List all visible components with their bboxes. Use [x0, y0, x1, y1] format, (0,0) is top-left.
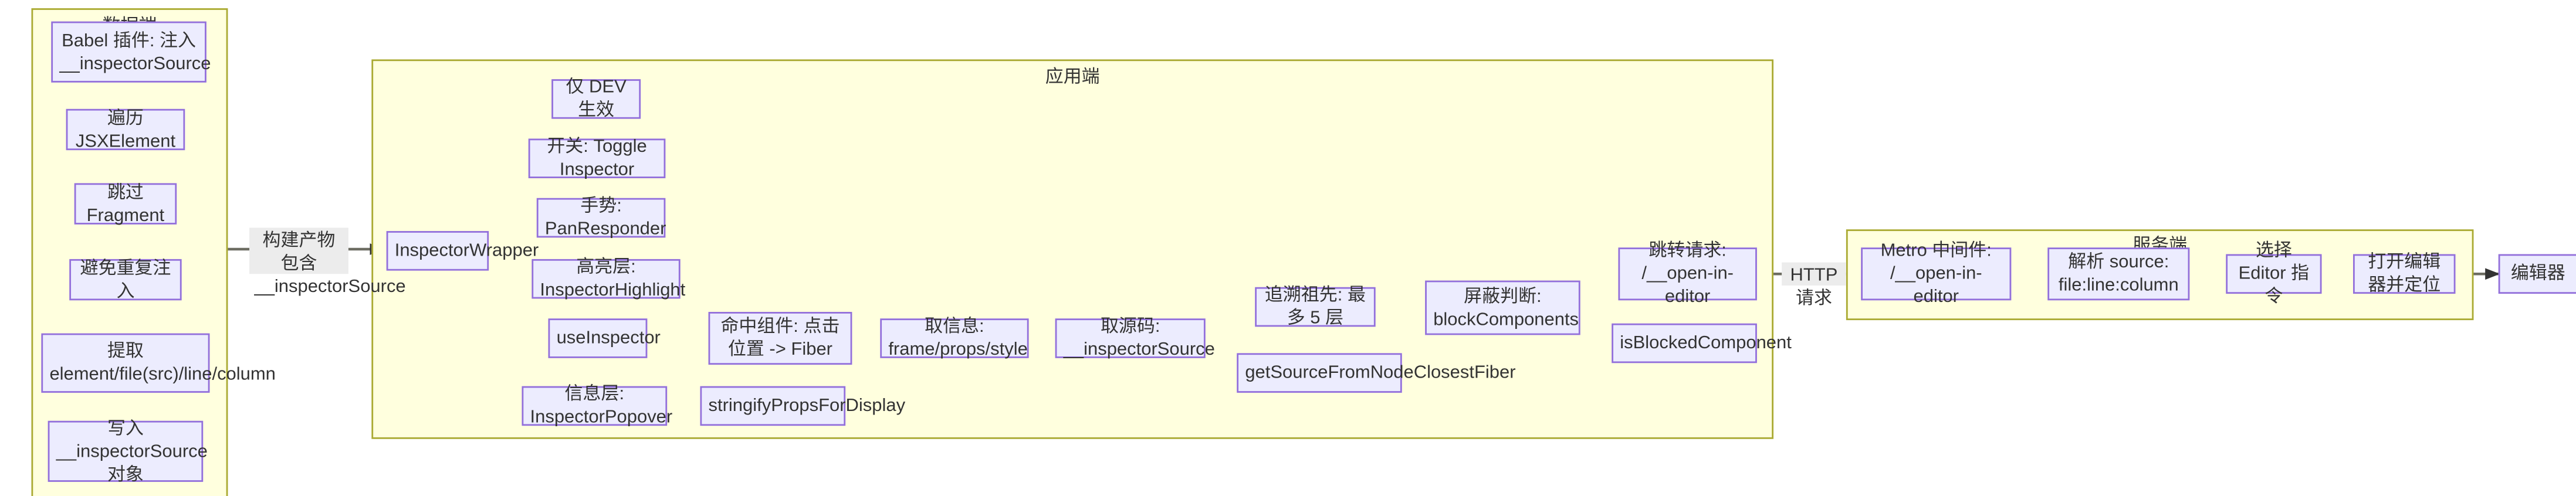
node-label: 跳过 Fragment: [86, 182, 165, 226]
node-write-inspectorsource-object[interactable]: 写入 __inspectorSource 对象: [48, 419, 208, 484]
node-label: 跳转请求: /__open-in-editor: [1641, 240, 1734, 307]
node-label: 取源码: __inspectorSource: [1063, 317, 1215, 360]
node-dev-only[interactable]: 仅 DEV 生效: [551, 77, 641, 121]
node-parse-source-file-line-column[interactable]: 解析 source: file:line:column: [2047, 247, 2190, 301]
node-label: Metro 中间件: /__open-in-editor: [1880, 240, 1992, 307]
node-label: 仅 DEV 生效: [566, 77, 627, 121]
node-label: 提取 element/file(src)/line/column: [49, 341, 276, 385]
node-label: 编辑器: [2510, 264, 2565, 284]
node-label: 解析 source: file:line:column: [2058, 252, 2179, 295]
edge-label-build-output-contains: 构建产物包含 __inspectorSource: [249, 227, 406, 297]
node-label: isBlockedComponent: [1620, 333, 1792, 354]
node-label: 命中组件: 点击位置 -> Fiber: [720, 317, 840, 360]
node-metro-middleware-open-in-editor[interactable]: Metro 中间件: /__open-in-editor: [1861, 241, 2012, 307]
node-label: Babel 插件: 注入 __inspectorSource: [59, 30, 211, 74]
node-get-source-inspectorsource[interactable]: 取源码: __inspectorSource: [1055, 317, 1215, 360]
node-label: 取信息: frame/props/style: [888, 317, 1028, 360]
node-label: getSourceFromNodeClosestFiber: [1245, 363, 1516, 383]
node-label: 信息层: InspectorPopover: [530, 384, 673, 428]
node-get-info-frame-props-style[interactable]: 取信息: frame/props/style: [880, 317, 1029, 360]
node-useinspector[interactable]: useInspector: [548, 318, 661, 358]
node-label: InspectorWrapper: [394, 240, 539, 261]
node-label: 避免重复注入: [80, 258, 171, 301]
node-label: 遍历 JSXElement: [75, 108, 176, 151]
node-label: 屏蔽判断: blockComponents: [1433, 286, 1579, 329]
subgraph-app-title: 应用端: [1045, 67, 1100, 88]
node-trace-ancestors-max-5[interactable]: 追溯祖先: 最多 5 层: [1255, 285, 1376, 329]
node-label: 选择 Editor 指令: [2238, 240, 2310, 307]
node-label: stringifyPropsForDisplay: [708, 396, 906, 416]
node-get-source-from-node-closest-fiber[interactable]: getSourceFromNodeClosestFiber: [1237, 353, 1516, 393]
node-gesture-panresponder[interactable]: 手势: PanResponder: [536, 196, 666, 240]
node-extract-element-file-line-column[interactable]: 提取 element/file(src)/line/column: [41, 333, 276, 393]
node-info-layer-popover[interactable]: 信息层: InspectorPopover: [522, 384, 673, 428]
node-choose-editor-command[interactable]: 选择 Editor 指令: [2226, 241, 2322, 307]
subgraph-data: 数据端: [31, 8, 228, 496]
node-hit-component-fiber[interactable]: 命中组件: 点击位置 -> Fiber: [708, 311, 852, 365]
node-block-judgement-blockcomponents[interactable]: 屏蔽判断: blockComponents: [1425, 280, 1580, 335]
node-editor[interactable]: 编辑器: [2498, 254, 2576, 294]
node-label: 追溯祖先: 最多 5 层: [1264, 285, 1366, 329]
node-skip-fragment[interactable]: 跳过 Fragment: [74, 182, 177, 226]
node-babel-plugin-inject[interactable]: Babel 插件: 注入 __inspectorSource: [51, 21, 211, 83]
node-traverse-jsxelement[interactable]: 遍历 JSXElement: [66, 108, 185, 151]
node-highlight-layer[interactable]: 高亮层: InspectorHighlight: [532, 257, 686, 301]
node-toggle-inspector[interactable]: 开关: Toggle Inspector: [528, 137, 666, 180]
node-label: 写入 __inspectorSource 对象: [56, 418, 208, 485]
node-stringify-props-for-display[interactable]: stringifyPropsForDisplay: [700, 386, 906, 426]
node-label: 打开编辑器并定位: [2368, 252, 2441, 295]
edge-label-http-request: HTTP 请求: [1782, 262, 1846, 308]
node-label: useInspector: [556, 328, 661, 348]
node-isblockedcomponent[interactable]: isBlockedComponent: [1612, 323, 1792, 363]
node-label: 开关: Toggle Inspector: [547, 137, 647, 180]
node-open-editor-and-locate[interactable]: 打开编辑器并定位: [2353, 252, 2456, 295]
node-label: 手势: PanResponder: [544, 196, 666, 240]
node-inspectorwrapper[interactable]: InspectorWrapper: [386, 231, 539, 271]
node-jump-request-open-in-editor[interactable]: 跳转请求: /__open-in-editor: [1618, 241, 1757, 307]
subgraph-app: 应用端: [371, 59, 1774, 439]
node-label: 高亮层: InspectorHighlight: [540, 257, 686, 301]
node-avoid-duplicate-inject[interactable]: 避免重复注入: [69, 258, 182, 301]
